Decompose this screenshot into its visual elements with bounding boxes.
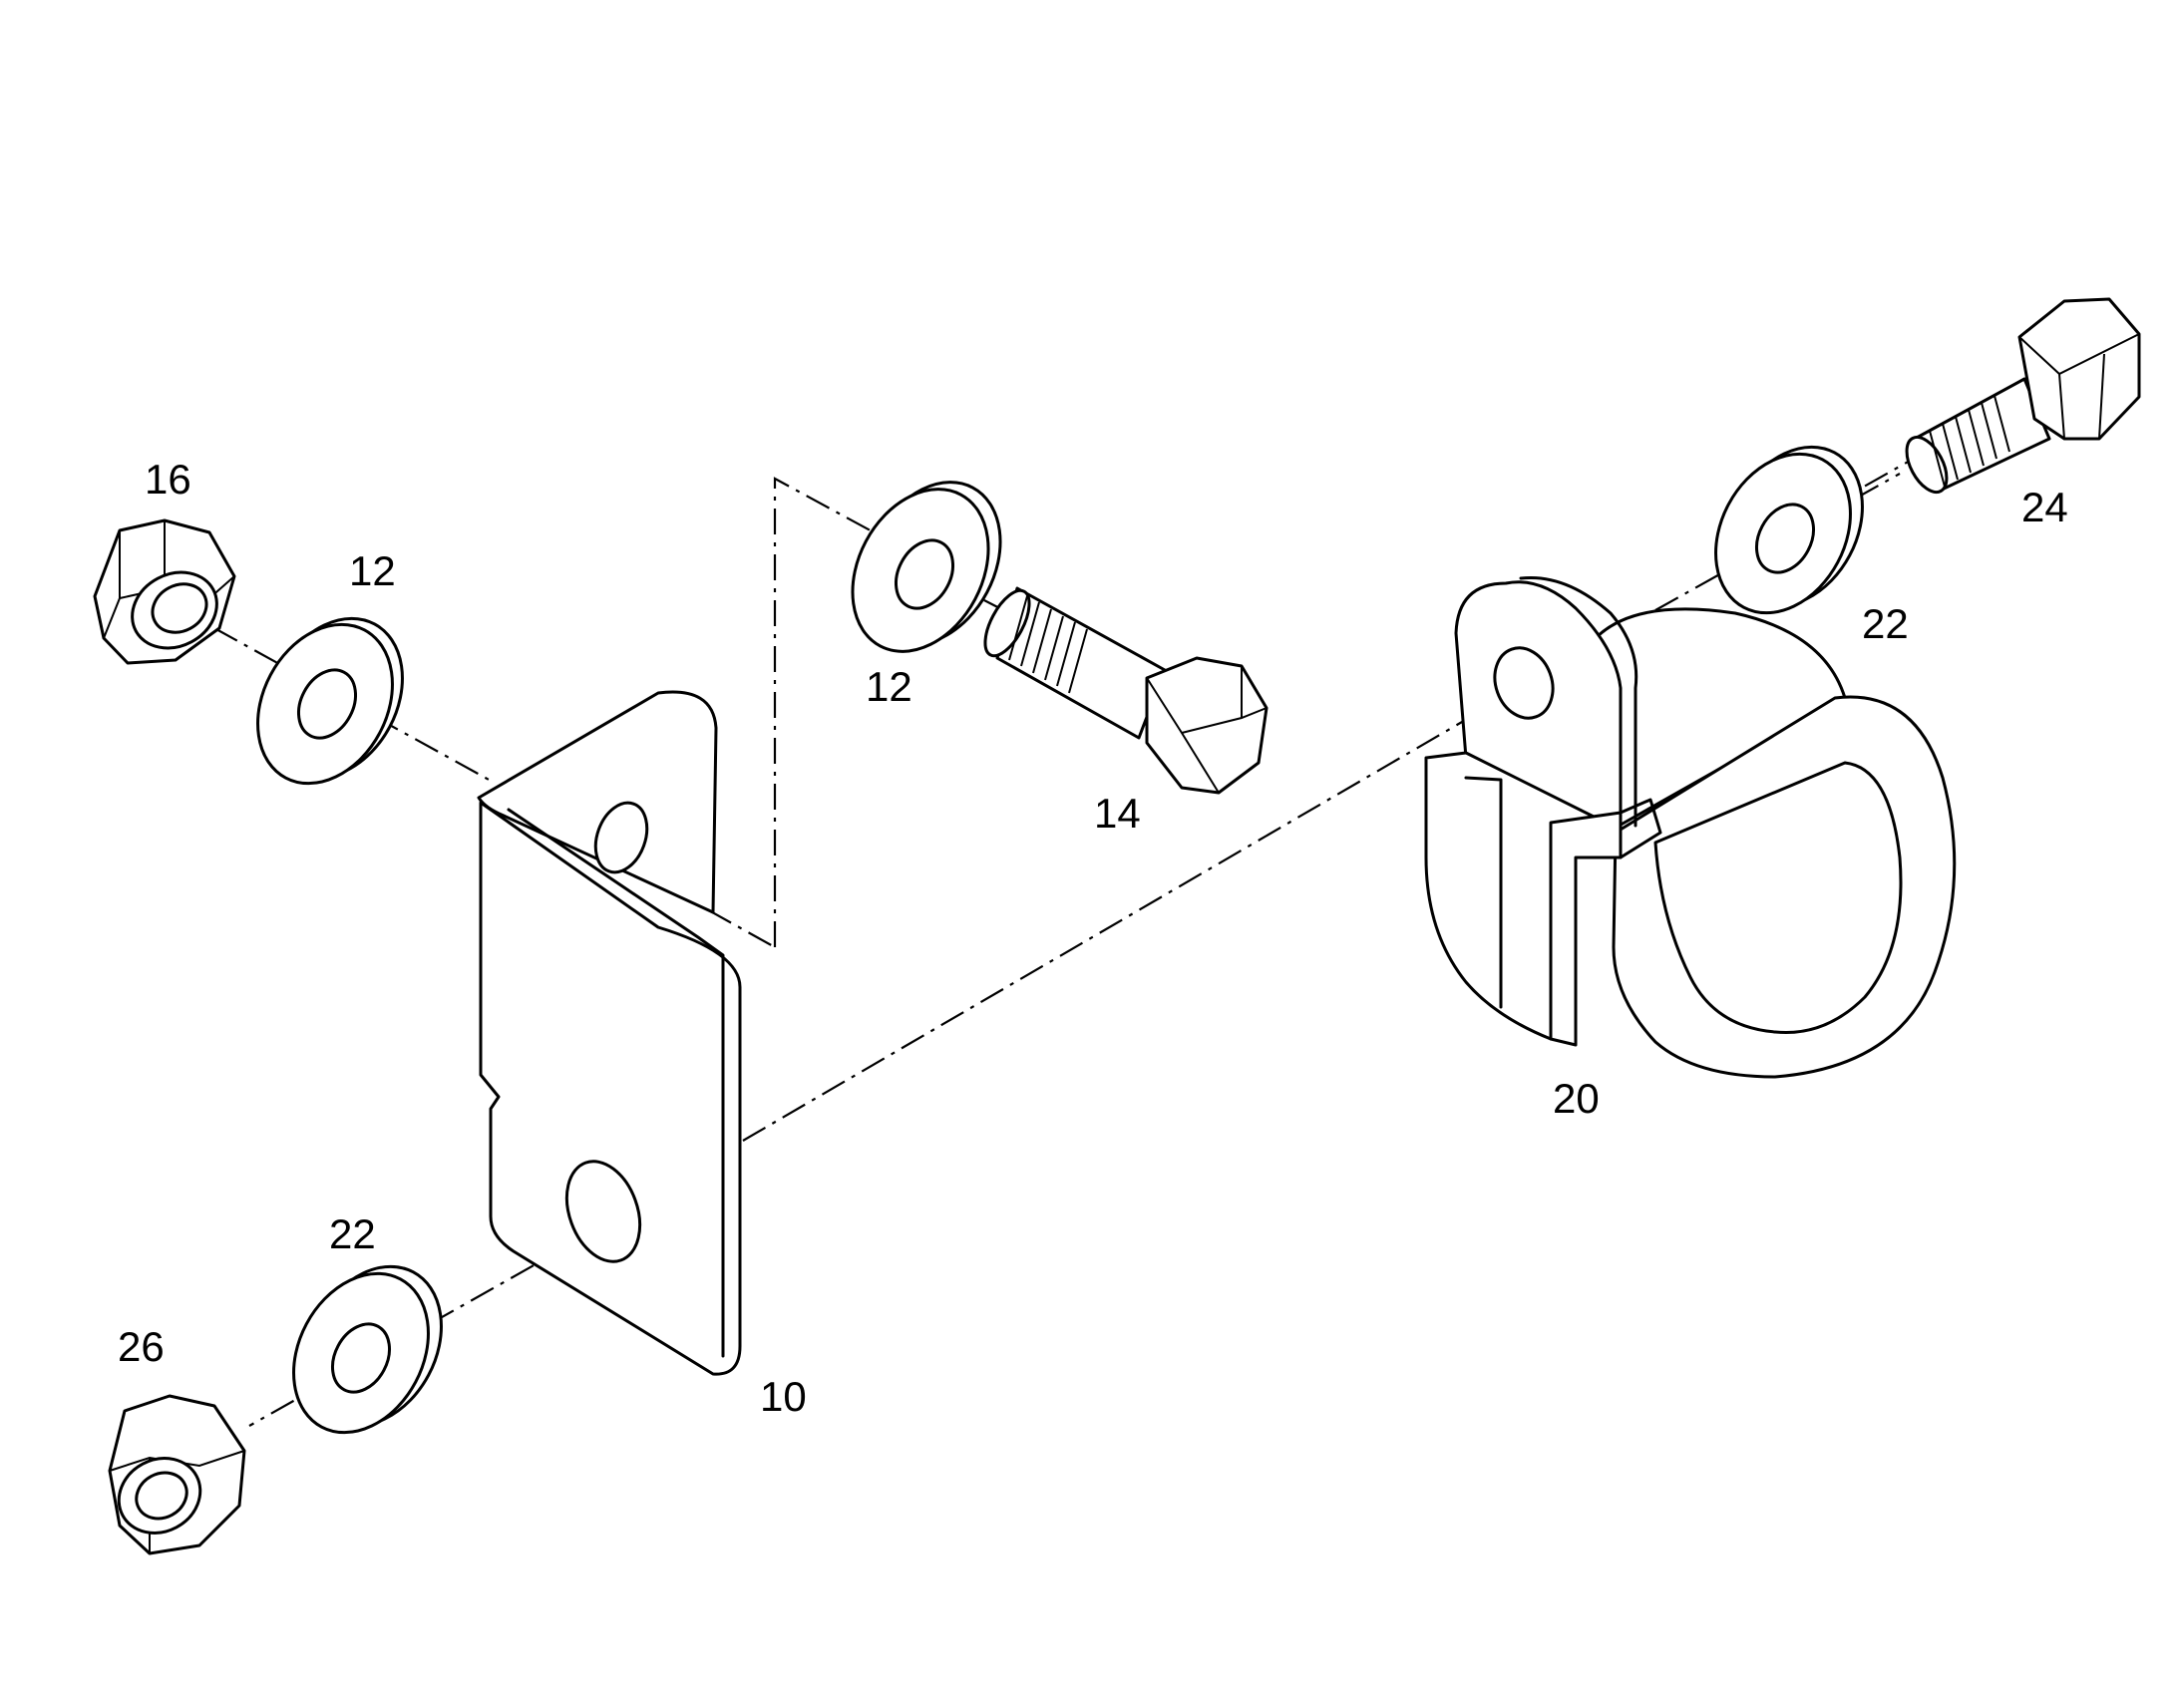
callout-10: 10 bbox=[760, 1373, 807, 1420]
washer-12-left bbox=[256, 616, 404, 786]
callout-12-center: 12 bbox=[866, 663, 912, 710]
callout-22-right: 22 bbox=[1862, 600, 1909, 647]
clamp-20 bbox=[1424, 575, 1957, 1079]
callout-16: 16 bbox=[145, 456, 191, 503]
washer-12-center bbox=[851, 481, 1002, 653]
centerline-bracket-to-clamp bbox=[742, 675, 1542, 1142]
centerline-bracket-top bbox=[627, 864, 776, 948]
callout-22-left: 22 bbox=[329, 1210, 376, 1257]
callout-26: 26 bbox=[118, 1323, 165, 1370]
callout-24: 24 bbox=[2021, 484, 2068, 530]
centerline-zigzag bbox=[773, 477, 879, 947]
washer-22-left bbox=[292, 1264, 443, 1435]
hex-nut-16 bbox=[93, 518, 236, 665]
callout-14: 14 bbox=[1094, 790, 1141, 837]
hex-nut-26 bbox=[108, 1394, 246, 1555]
washer-22-right bbox=[1714, 445, 1864, 615]
hex-bolt-24 bbox=[1905, 297, 2141, 495]
bracket-10 bbox=[477, 690, 742, 1376]
callout-12-left: 12 bbox=[349, 547, 396, 594]
callout-20: 20 bbox=[1553, 1075, 1600, 1122]
callout-labels: 16 12 12 14 10 22 26 20 22 24 bbox=[118, 456, 2068, 1420]
hex-bolt-14 bbox=[983, 586, 1269, 795]
